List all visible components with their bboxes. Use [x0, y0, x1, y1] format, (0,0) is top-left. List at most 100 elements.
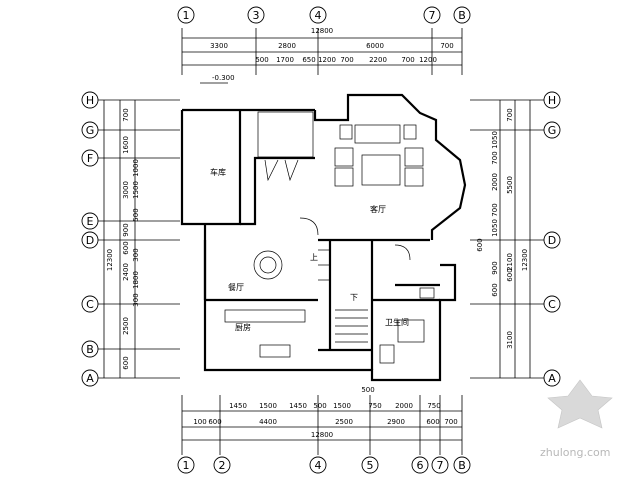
dim-bottom-r1-0: 1450	[229, 402, 247, 410]
dim-bottom-r1-2: 1450	[289, 402, 307, 410]
dim-top-r1-3: 700	[440, 42, 453, 50]
dim-right-tag: 600	[476, 238, 484, 251]
dim-right-side-1: 2100	[506, 253, 514, 271]
axis-right-a: A	[548, 372, 556, 385]
axis-bottom-2: 2	[219, 459, 226, 472]
axis-bottom-4: 4	[315, 459, 322, 472]
dim-right-6: 900	[491, 261, 499, 274]
dim-left-4: 600	[122, 241, 130, 254]
furniture	[224, 111, 435, 364]
dim-top-r2-1: 1700	[276, 56, 294, 64]
axis-top-b: B	[458, 9, 466, 22]
dim-top-r2-2: 650	[302, 56, 315, 64]
left-dimensions: 700 1600 3000 900 600 2400 2500 600 1000…	[106, 108, 140, 369]
axis-right-h: H	[548, 94, 556, 107]
dim-left-7: 600	[122, 356, 130, 369]
axis-bottom-6: 6	[417, 459, 424, 472]
dim-bottom-r2-2: 4400	[259, 418, 277, 426]
watermark-logo: zhulong.com	[540, 379, 613, 459]
dim-right-2: 700	[491, 151, 499, 164]
dim-right-total: 12300	[521, 249, 529, 271]
dim-bottom-r1-3: 500	[313, 402, 326, 410]
top-dimensions: 12800 3300 2800 6000 700 500 1700 650 12…	[210, 27, 454, 64]
dim-right-7: 600	[491, 283, 499, 296]
room-labels: 车库 客厅 餐厅 厨房 上 卫生间 下	[210, 167, 409, 332]
dim-top-r1-0: 3300	[210, 42, 228, 50]
dim-top-r2-4: 700	[340, 56, 353, 64]
dim-right-4: 700	[491, 203, 499, 216]
dim-right-3: 2000	[491, 173, 499, 191]
label-living: 客厅	[370, 204, 386, 214]
dim-left-1: 1600	[122, 136, 130, 154]
axis-left-d: D	[86, 234, 94, 247]
dim-right-mid-1: 3100	[506, 331, 514, 349]
dim-bottom-r2-0: 100	[193, 418, 206, 426]
label-misc: 下	[350, 293, 358, 302]
dimension-lines	[95, 28, 545, 455]
dim-bottom-r1-4: 1500	[333, 402, 351, 410]
dim-left-sub-4: 1800	[132, 271, 140, 289]
axis-left-g: G	[86, 124, 95, 137]
dim-left-2: 3000	[122, 181, 130, 199]
dim-bottom-total: 12800	[311, 431, 333, 439]
axis-left-a: A	[86, 372, 94, 385]
axis-bottom-7: 7	[437, 459, 444, 472]
dim-bottom-r1-7: 750	[427, 402, 440, 410]
dim-top-r1-2: 6000	[366, 42, 384, 50]
axis-top-7: 7	[429, 9, 436, 22]
dim-bottom-r2-3: 2500	[335, 418, 353, 426]
axis-bottom-1: 1	[183, 459, 190, 472]
dim-right-1: 1050	[491, 131, 499, 149]
dim-top-r2-7: 1200	[419, 56, 437, 64]
dim-left-sub-3: 300	[132, 248, 140, 261]
axis-right-g: G	[548, 124, 557, 137]
dim-left-total: 12300	[106, 249, 114, 271]
watermark-text: zhulong.com	[540, 446, 610, 459]
dim-top-r1-1: 2800	[278, 42, 296, 50]
axis-labels: 1 3 4 7 B 1 2 4 5 6 7 B H G F E D C B A …	[86, 9, 557, 472]
dim-left-0: 700	[122, 108, 130, 121]
dim-left-3: 900	[122, 223, 130, 236]
dim-right-side-0: 600	[506, 268, 514, 281]
dim-top-r2-6: 700	[401, 56, 414, 64]
dim-bottom-r1-1: 1500	[259, 402, 277, 410]
dim-bottom-r1-5: 750	[368, 402, 381, 410]
axis-right-c: C	[548, 298, 556, 311]
dim-left-5: 2400	[122, 263, 130, 281]
label-kitchen: 厨房	[235, 322, 251, 332]
axis-markers	[81, 6, 561, 474]
dim-left-sub-5: 300	[132, 293, 140, 306]
walls	[180, 93, 467, 382]
dim-bottom-r2-6: 700	[444, 418, 457, 426]
label-stair-up: 上	[310, 253, 318, 262]
axis-left-c: C	[86, 298, 94, 311]
dim-bottom-note: 500	[361, 386, 374, 394]
dim-top-r2-5: 2200	[369, 56, 387, 64]
dim-left-6: 2500	[122, 317, 130, 335]
dim-bottom-r2-5: 600	[426, 418, 439, 426]
dim-bottom-r2-1: 600	[208, 418, 221, 426]
right-dimensions: 700 1050 700 2000 700 1050 900 600 5500 …	[476, 108, 529, 349]
dim-left-sub-1: 1500	[132, 181, 140, 199]
axis-right-d: D	[548, 234, 556, 247]
dim-bottom-r2-4: 2900	[387, 418, 405, 426]
dim-right-5: 1050	[491, 219, 499, 237]
axis-top-1: 1	[183, 9, 190, 22]
bottom-dimensions: 500 1450 1500 1450 500 1500 750 2000 750…	[193, 386, 457, 439]
axis-left-f: F	[87, 152, 93, 165]
dim-left-sub-2: 500	[132, 208, 140, 221]
dim-top-total: 12800	[311, 27, 333, 35]
axis-bottom-5: 5	[367, 459, 374, 472]
dim-right-mid-0: 5500	[506, 176, 514, 194]
label-bath: 卫生间	[385, 317, 409, 327]
dim-top-r2-3: 1200	[318, 56, 336, 64]
axis-top-4: 4	[315, 9, 322, 22]
dim-right-0: 700	[506, 108, 514, 121]
label-dining: 餐厅	[228, 283, 244, 292]
dim-bottom-r1-6: 2000	[395, 402, 413, 410]
dim-left-sub-0: 1000	[132, 159, 140, 177]
axis-left-e: E	[87, 215, 94, 228]
dim-top-r2-0: 500	[255, 56, 268, 64]
axis-top-3: 3	[253, 9, 260, 22]
